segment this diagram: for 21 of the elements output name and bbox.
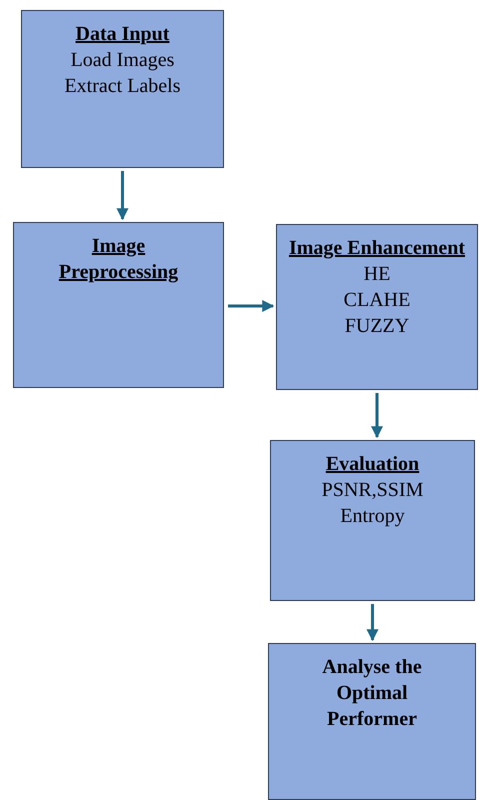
box-heading: Analyse the Optimal Performer	[321, 655, 423, 732]
process-box	[270, 440, 475, 601]
process-box	[276, 224, 478, 390]
process-box	[268, 643, 476, 800]
box-text: Entropy	[340, 504, 405, 529]
process-box	[21, 10, 224, 168]
box-text: CLAHE	[344, 288, 410, 313]
box-text: FUZZY	[344, 314, 410, 339]
box-text: Extract Labels	[64, 74, 181, 99]
arrow	[116, 171, 128, 220]
process-box	[13, 222, 224, 388]
box-text: PSNR,SSIM	[322, 478, 424, 503]
box-text: HE	[364, 262, 390, 287]
box-heading: Data Input	[74, 22, 170, 47]
arrow	[366, 604, 378, 642]
arrow	[228, 300, 274, 312]
arrow	[371, 393, 383, 438]
box-text: Load Images	[70, 48, 174, 73]
box-heading: Evaluation	[324, 452, 420, 477]
box-heading: Image Preprocessing	[58, 234, 180, 285]
box-heading: Image Enhancement	[288, 236, 466, 261]
